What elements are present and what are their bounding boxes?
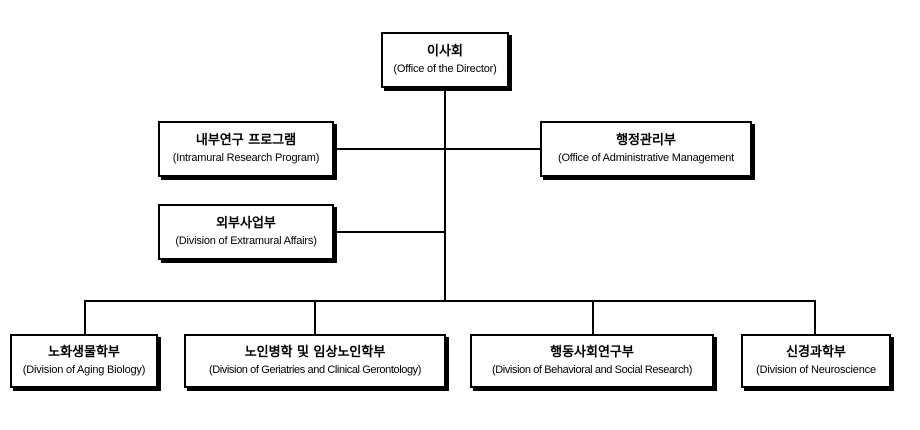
node-administrative-title: 행정관리부	[616, 133, 676, 148]
node-intramural-subtitle: (Intramural Research Program)	[172, 152, 320, 164]
node-geriatrics: 노인병학 및 임상노인학부 (Division of Geriatries an…	[184, 334, 446, 388]
division-bus-line	[84, 300, 816, 302]
drop-line-aging	[84, 300, 86, 334]
trunk-line	[444, 88, 446, 302]
extramural-branch-line	[334, 231, 446, 233]
node-extramural: 외부사업부 (Division of Extramural Affairs)	[158, 204, 334, 260]
node-geriatrics-title: 노인병학 및 임상노인학부	[244, 345, 386, 360]
node-intramural: 내부연구 프로그램 (Intramural Research Program)	[158, 121, 334, 177]
drop-line-neuroscience	[814, 300, 816, 334]
node-aging-biology-subtitle: (Division of Aging Biology)	[22, 364, 146, 376]
node-director: 이사회 (Office of the Director)	[381, 32, 509, 88]
node-behavioral: 행동사회연구부 (Division of Behavioral and Soci…	[470, 334, 714, 388]
node-behavioral-subtitle: (Division of Behavioral and Social Resea…	[491, 364, 693, 376]
node-administrative-subtitle: (Office of Administrative Management	[557, 152, 734, 164]
drop-line-geriatrics	[314, 300, 316, 334]
node-neuroscience: 신경과학부 (Division of Neuroscience	[741, 334, 891, 388]
node-aging-biology-title: 노화생물학부	[48, 345, 120, 360]
drop-line-behavioral	[592, 300, 594, 334]
staff-branch-line	[334, 148, 540, 150]
node-behavioral-title: 행동사회연구부	[550, 345, 634, 360]
node-neuroscience-title: 신경과학부	[786, 345, 846, 360]
node-extramural-title: 외부사업부	[216, 216, 276, 231]
node-director-subtitle: (Office of the Director)	[393, 63, 497, 75]
node-intramural-title: 내부연구 프로그램	[195, 133, 297, 148]
node-extramural-subtitle: (Division of Extramural Affairs)	[175, 235, 317, 247]
node-neuroscience-subtitle: (Division of Neuroscience	[756, 364, 876, 376]
node-geriatrics-subtitle: (Division of Geriatries and Clinical Ger…	[208, 364, 422, 376]
node-administrative: 행정관리부 (Office of Administrative Manageme…	[540, 121, 752, 177]
node-director-title: 이사회	[427, 44, 463, 59]
node-aging-biology: 노화생물학부 (Division of Aging Biology)	[10, 334, 158, 388]
